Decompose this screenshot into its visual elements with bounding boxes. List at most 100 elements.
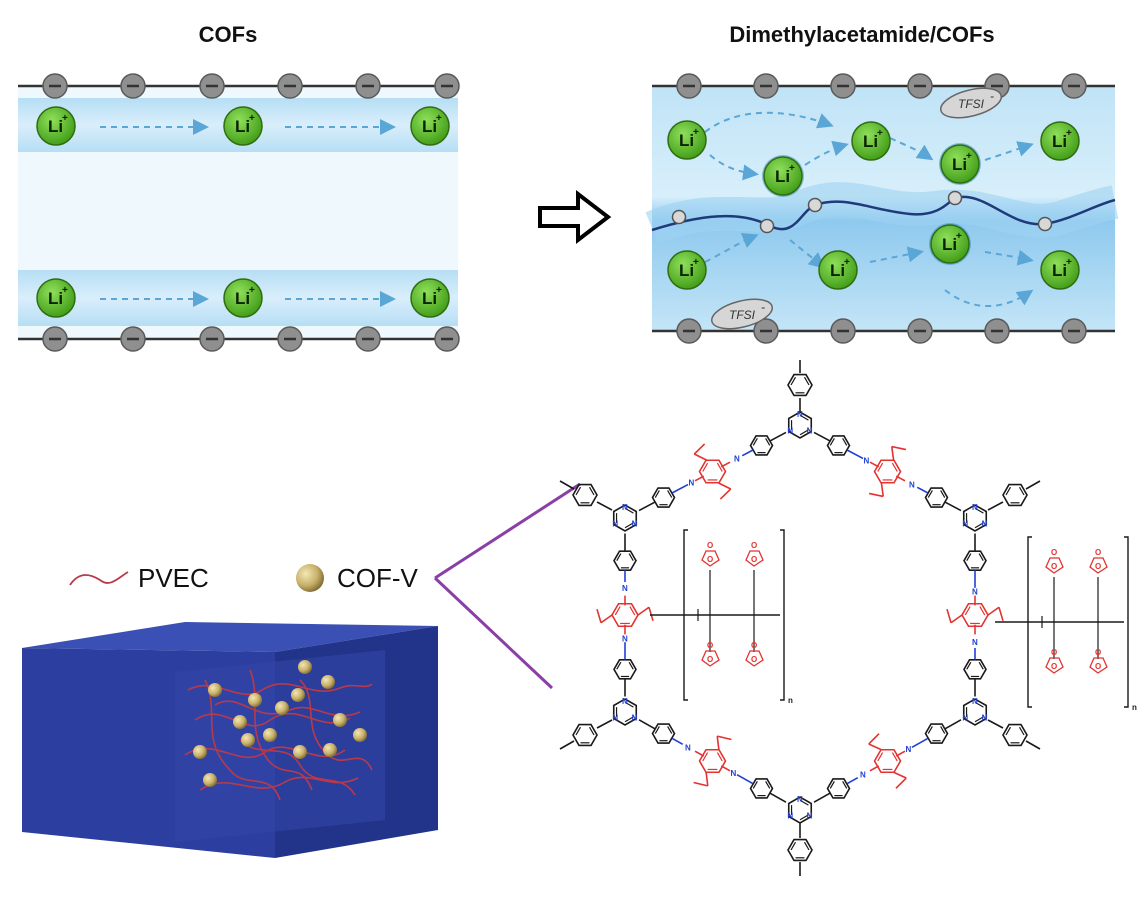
nitrogen-atom: N <box>622 697 628 706</box>
negative-charge-site <box>355 326 381 352</box>
benzene-ring <box>873 459 902 484</box>
benzene-ring <box>612 504 638 532</box>
cof-v-particle <box>298 660 312 674</box>
oxygen-atom: O <box>1051 648 1057 657</box>
li-ion-charge: + <box>436 113 442 124</box>
negative-charge-site <box>199 73 225 99</box>
nitrogen-atom: N <box>906 745 912 754</box>
cof-v-particle <box>275 701 289 715</box>
tfsi-anion-top: TFSI - <box>940 87 1002 119</box>
li-ion: Li+ <box>667 120 707 160</box>
cof-v-particles <box>193 660 367 787</box>
benzene-ring <box>963 658 987 680</box>
nitrogen-atom: N <box>622 584 628 593</box>
li-ion-label: Li <box>679 131 694 150</box>
negative-charge-site <box>277 326 303 352</box>
negative-charge-site <box>42 326 68 352</box>
left-top-charges <box>42 73 460 99</box>
benzene-ring <box>651 723 676 744</box>
negative-charge-site <box>199 326 225 352</box>
benzene-ring <box>749 435 774 456</box>
li-ion-label: Li <box>48 117 63 136</box>
chain-beads <box>671 190 1053 234</box>
benzene-ring <box>698 748 727 774</box>
li-ion-label: Li <box>1052 261 1067 280</box>
nitrogen-atom: N <box>982 520 988 529</box>
cof-v-particle <box>208 683 222 697</box>
cof-v-particle <box>321 675 335 689</box>
oxygen-atom: O <box>707 641 713 650</box>
right-li-ions: Li+Li+Li+Li+Li+Li+Li+Li+Li+ <box>667 120 1080 290</box>
benzene-ring <box>963 550 987 572</box>
cof-v-legend-swatch <box>296 564 324 592</box>
nitrogen-atom: N <box>972 638 978 647</box>
nitrogen-atom: N <box>622 503 628 512</box>
tfsi-bottom-label: TFSI <box>729 308 756 322</box>
li-ion: Li+ <box>929 223 971 265</box>
li-ion-label: Li <box>830 261 845 280</box>
li-ion-label: Li <box>775 167 790 186</box>
li-ion-label: Li <box>952 155 967 174</box>
pvec-label: PVEC <box>138 563 209 593</box>
nitrogen-atom: N <box>685 743 691 752</box>
cof-v-label: COF-V <box>337 563 419 593</box>
negative-charge-site <box>277 73 303 99</box>
nitrogen-atom: N <box>612 714 618 723</box>
nitrogen-atom: N <box>797 795 803 804</box>
carbonate-ring <box>701 650 720 667</box>
oxygen-atom: O <box>707 555 713 564</box>
left-panel: COFs Li+Li+Li+Li+Li+Li+ <box>18 22 460 352</box>
li-ion-charge: + <box>62 113 68 124</box>
carbonate-ring <box>1089 557 1108 574</box>
oxygen-atom: O <box>707 655 713 664</box>
transition-arrow <box>538 189 612 245</box>
left-li-ions: Li+Li+Li+Li+Li+Li+ <box>36 106 450 318</box>
oxygen-atom: O <box>1095 548 1101 557</box>
negative-charge-site <box>676 73 702 99</box>
li-ion-charge: + <box>966 151 972 162</box>
carbonate-ring <box>1045 657 1064 674</box>
oxygen-atom: O <box>707 541 713 550</box>
li-ion-charge: + <box>693 257 699 268</box>
left-bottom-charges <box>42 326 460 352</box>
cof-v-particle <box>323 743 337 757</box>
li-ion: Li+ <box>410 106 450 146</box>
nitrogen-atom: N <box>622 634 628 643</box>
right-panel: Dimethylacetamide/COFs <box>645 22 1119 344</box>
carbonate-ring <box>701 550 720 567</box>
benzene-ring <box>924 723 949 744</box>
right-bottom-charges <box>676 318 1087 344</box>
tfsi-anion-bottom: TFSI - <box>711 298 773 330</box>
benzene-ring <box>651 487 676 508</box>
cof-v-particle <box>263 728 277 742</box>
oxygen-atom: O <box>1095 662 1101 671</box>
li-ion-label: Li <box>48 289 63 308</box>
benzene-ring <box>924 487 949 508</box>
li-ion: Li+ <box>851 121 891 161</box>
li-ion-label: Li <box>863 132 878 151</box>
li-ion-charge: + <box>844 257 850 268</box>
carbonate-ring <box>745 650 764 667</box>
li-ion-charge: + <box>62 285 68 296</box>
li-ion-label: Li <box>422 117 437 136</box>
benzene-ring <box>826 778 851 799</box>
negative-charge-site <box>753 318 779 344</box>
tfsi-top-label: TFSI <box>958 97 985 111</box>
li-ion-charge: + <box>877 128 883 139</box>
left-panel-title: COFs <box>199 22 258 47</box>
block-cutaway <box>175 650 385 842</box>
negative-charge-site <box>676 318 702 344</box>
li-ion-label: Li <box>1052 132 1067 151</box>
benzene-ring <box>613 550 637 572</box>
li-ion: Li+ <box>1040 250 1080 290</box>
carbonate-ring <box>1089 657 1108 674</box>
benzene-ring <box>613 658 637 680</box>
negative-charge-site <box>753 73 779 99</box>
negative-charge-site <box>1061 73 1087 99</box>
negative-charge-site <box>355 73 381 99</box>
negative-charge-site <box>120 326 146 352</box>
li-ion-label: Li <box>679 261 694 280</box>
oxygen-atom: O <box>751 555 757 564</box>
benzene-ring <box>826 435 851 456</box>
nitrogen-atom: N <box>734 454 740 463</box>
